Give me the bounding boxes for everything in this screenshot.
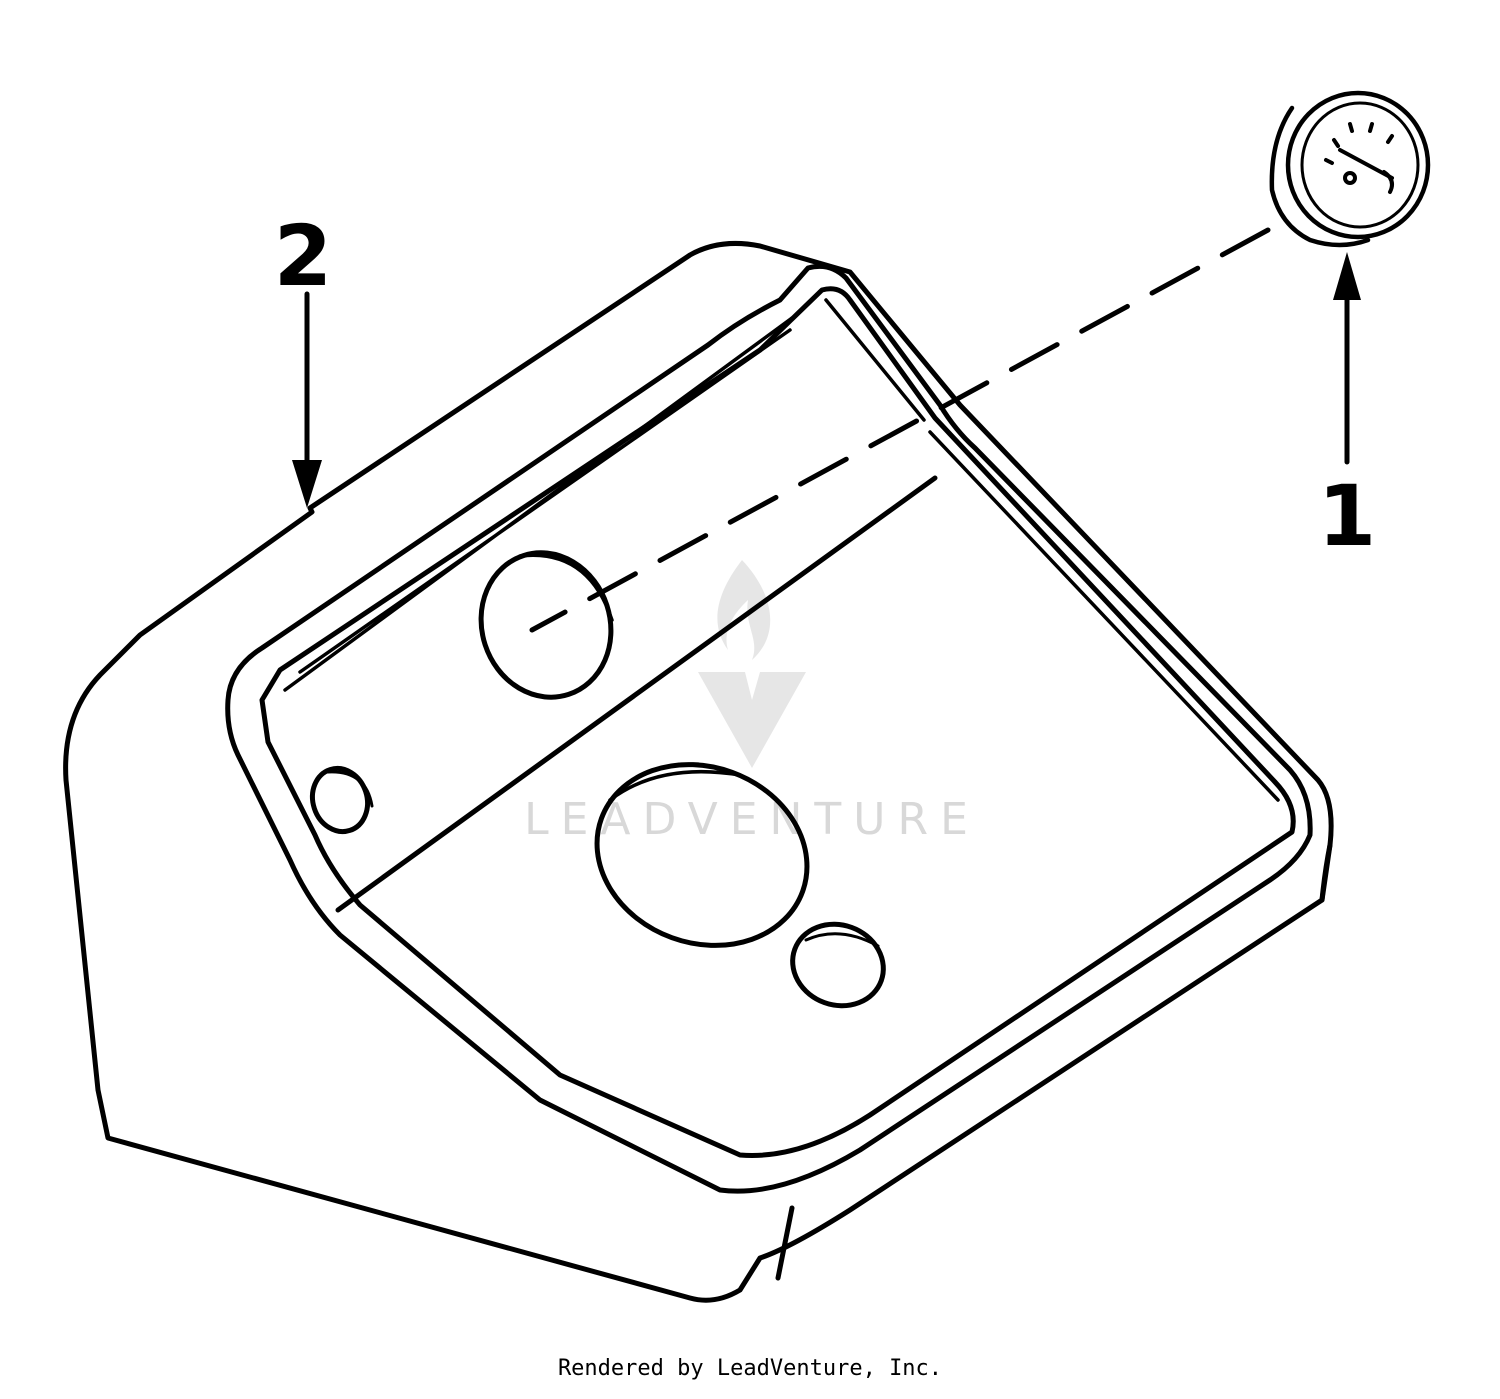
watermark-v-logo-icon xyxy=(698,672,806,768)
housing-corner-seam xyxy=(775,1205,795,1281)
watermark-text: LEADVENTURE xyxy=(524,794,980,845)
small-hole-right xyxy=(790,921,886,1009)
gauge-bezel xyxy=(1300,101,1420,229)
footer-credit: Rendered by LeadVenture, Inc. xyxy=(557,1356,943,1381)
panel-holes xyxy=(309,550,886,1009)
callout-1-number: 1 xyxy=(1318,467,1376,565)
callout-2-arrowhead xyxy=(292,460,322,508)
housing-rim-outer xyxy=(225,263,1313,1194)
gauge-body xyxy=(1269,105,1371,248)
dash-panel-housing xyxy=(63,240,1334,1303)
callout-2-number: 2 xyxy=(274,207,332,305)
assembly-leader-dashed xyxy=(529,227,1271,633)
watermark: LEADVENTURE xyxy=(524,560,980,845)
callout-1-arrowhead xyxy=(1333,252,1361,300)
housing-lower-edge xyxy=(1319,842,1333,903)
watermark-flame-icon xyxy=(717,560,771,660)
housing-rim-inner xyxy=(259,286,1296,1158)
callout-2: 2 xyxy=(274,207,332,508)
gauge-mount-hole xyxy=(478,550,614,700)
gauge-dial-icon xyxy=(1324,122,1394,194)
housing-rim-lip xyxy=(283,298,1280,802)
housing-outer-outline xyxy=(63,240,1334,1303)
callout-1: 1 xyxy=(1318,252,1376,565)
small-hole-left xyxy=(309,765,374,835)
large-hole-center xyxy=(594,762,810,948)
panel-crease-line xyxy=(335,475,938,913)
gauge-part xyxy=(1269,90,1431,248)
gauge-face xyxy=(1285,90,1431,240)
